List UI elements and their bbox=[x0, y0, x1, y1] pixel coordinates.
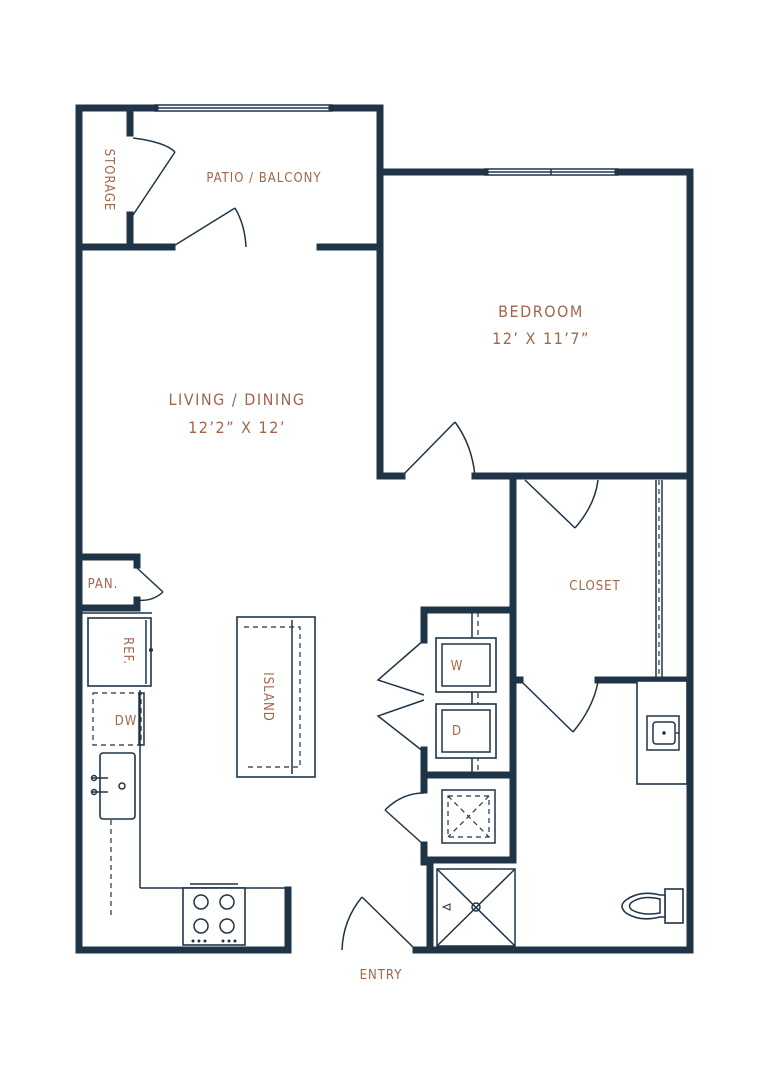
label-living: LIVING / DINING bbox=[168, 390, 305, 409]
toilet-tank bbox=[664, 888, 684, 924]
refrigerator bbox=[87, 617, 152, 687]
dishwasher bbox=[92, 692, 142, 746]
label-dryer: D bbox=[452, 724, 462, 739]
label-entry: ENTRY bbox=[360, 968, 403, 983]
kitchen-sink bbox=[99, 752, 136, 820]
label-patio: PATIO / BALCONY bbox=[206, 171, 321, 186]
dryer bbox=[435, 703, 497, 759]
label-dishwasher: DW bbox=[115, 714, 138, 729]
shower bbox=[436, 868, 516, 947]
kitchen-fixtures bbox=[82, 612, 316, 946]
island bbox=[236, 616, 316, 778]
laundry-fixtures bbox=[435, 612, 497, 773]
label-bedroom: BEDROOM bbox=[498, 302, 584, 321]
range bbox=[182, 887, 246, 946]
label-pantry: PAN. bbox=[88, 577, 119, 592]
washer bbox=[435, 637, 497, 693]
walls bbox=[75, 104, 694, 954]
label-storage: STORAGE bbox=[101, 149, 116, 212]
linen-closet bbox=[441, 789, 496, 844]
label-bedroom-dimensions: 12’ X 11’7” bbox=[492, 329, 590, 348]
label-living-dimensions: 12’2” X 12’ bbox=[188, 418, 286, 437]
label-island: ISLAND bbox=[260, 672, 275, 721]
label-refrigerator: REF. bbox=[120, 637, 135, 665]
label-closet: CLOSET bbox=[569, 579, 620, 594]
windows bbox=[154, 104, 619, 176]
closet-shelf bbox=[655, 480, 663, 677]
toilet-bowl bbox=[621, 892, 666, 920]
label-washer: W bbox=[451, 659, 464, 674]
bath-fixtures bbox=[436, 680, 688, 947]
labels: STORAGE PATIO / BALCONY BEDROOM 12’ X 11… bbox=[88, 149, 620, 983]
doors bbox=[132, 137, 599, 951]
